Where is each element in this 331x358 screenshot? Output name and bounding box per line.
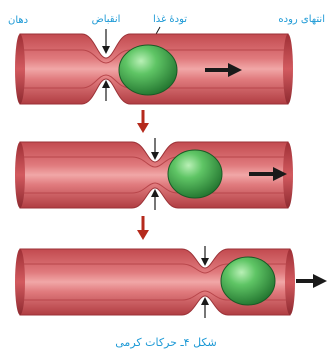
contraction-arrow-bottom-2-head	[151, 189, 159, 197]
contraction-pointer-head	[102, 46, 110, 54]
contraction-arrow-bottom-1-head	[102, 80, 110, 88]
stage-3	[15, 246, 327, 318]
contraction-arrow-top-2-head	[151, 152, 159, 160]
label-mouth: دهان	[8, 15, 28, 26]
tube-opening-left-1	[15, 34, 25, 104]
contraction-arrow-bottom-3-head	[201, 297, 209, 305]
stage-2	[15, 138, 293, 210]
label-contraction: انقباض	[92, 14, 121, 25]
label-food-bolus: تودهٔ غذا	[153, 14, 187, 25]
stage-1	[15, 34, 293, 104]
intestine-tube-2	[20, 142, 288, 208]
tube-opening-left-3	[15, 249, 25, 315]
tube-opening-right-3	[285, 249, 295, 315]
contraction-arrow-top-3-head	[201, 258, 209, 266]
label-intestine-end: انتهای روده	[278, 14, 325, 25]
food-bolus-3	[221, 257, 275, 305]
food-bolus-2	[168, 150, 222, 198]
tube-opening-right-1	[283, 34, 293, 104]
transition-arrow-1-head	[137, 123, 149, 133]
transition-arrow-2-head	[137, 230, 149, 240]
tube-opening-left-2	[15, 142, 25, 208]
movement-arrow-3-head	[313, 274, 327, 288]
food-bolus-1	[119, 45, 177, 95]
figure-caption: شکل ۴ـ حرکات کرمی	[115, 336, 216, 349]
